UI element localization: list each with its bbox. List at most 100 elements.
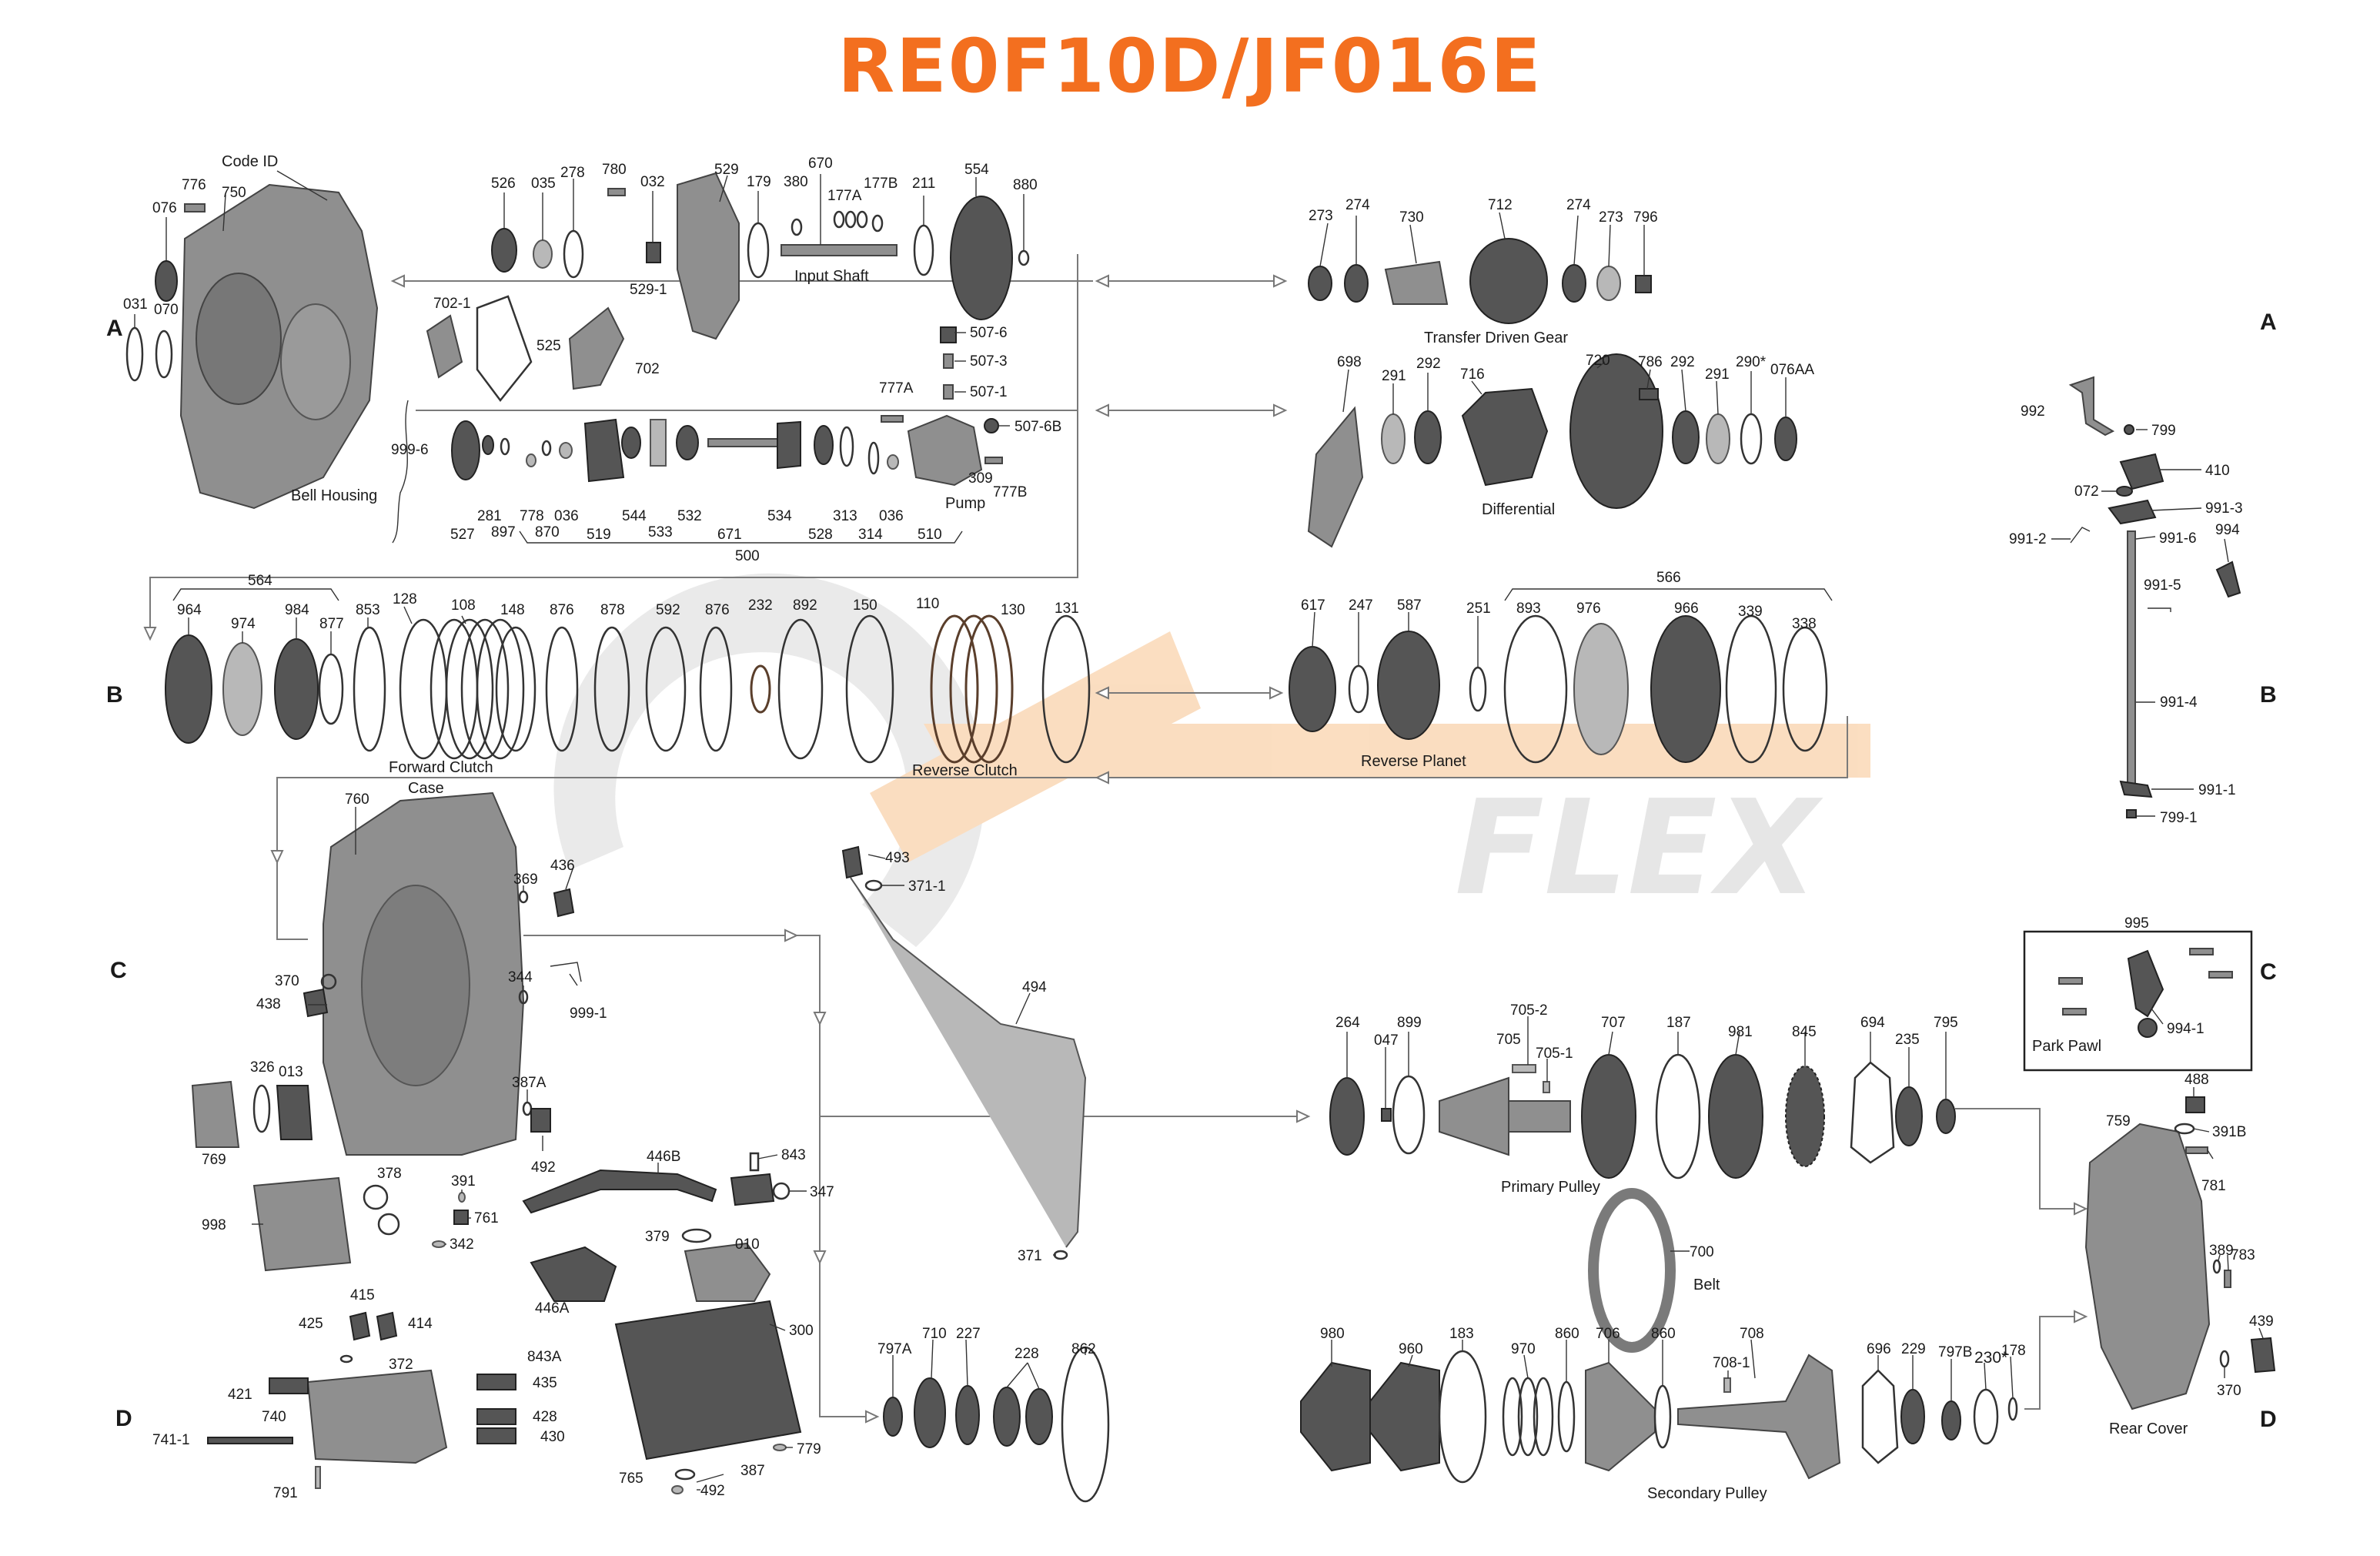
- part-428: [476, 1408, 516, 1425]
- label-part-415: 415: [350, 1287, 375, 1303]
- caption-differential: Differential: [1482, 501, 1555, 518]
- label-part-700: 700: [1690, 1244, 1714, 1260]
- part-131: [1041, 614, 1091, 764]
- part-187: [1655, 1053, 1701, 1180]
- label-part-387: 387: [740, 1463, 765, 1479]
- label-part-371: 371: [1018, 1248, 1042, 1264]
- label-part-309: 309: [968, 470, 993, 487]
- part-235: [1895, 1086, 1923, 1146]
- part-494: [850, 877, 1087, 1248]
- label-part-876b: 876: [705, 602, 730, 618]
- part-777B: [984, 457, 1003, 464]
- pump-group: [451, 326, 1003, 544]
- label-part-564: 564: [248, 573, 272, 589]
- label-part-177A: 177A: [827, 188, 862, 204]
- label-part-414: 414: [408, 1316, 433, 1332]
- label-part-148: 148: [500, 602, 525, 618]
- label-part-274b: 274: [1566, 197, 1591, 213]
- caption-primary-pulley: Primary Pulley: [1501, 1179, 1600, 1196]
- caption-transfer-driven-gear: Transfer Driven Gear: [1424, 330, 1568, 346]
- part-776: [184, 203, 206, 212]
- part-227: [955, 1385, 980, 1445]
- label-part-529: 529: [714, 162, 739, 178]
- part-183: [1438, 1350, 1487, 1484]
- primary-pulley-group: [1329, 1053, 1956, 1353]
- label-part-425: 425: [299, 1316, 323, 1332]
- label-part-435: 435: [533, 1375, 557, 1391]
- label-part-708-1: 708-1: [1713, 1355, 1750, 1371]
- part-533: [650, 419, 667, 467]
- part-371-1: [864, 879, 883, 892]
- label-part-862: 862: [1071, 1341, 1096, 1357]
- label-part-371-1: 371-1: [908, 878, 946, 895]
- label-part-108: 108: [451, 597, 476, 614]
- part-893: [1503, 614, 1568, 764]
- label-part-769: 769: [202, 1152, 226, 1168]
- label-part-387A: 387A: [512, 1075, 547, 1091]
- caption-rear-cover: Rear Cover: [2109, 1420, 2188, 1437]
- secondary-pulley: [1677, 1354, 1841, 1480]
- part-529: [677, 172, 740, 340]
- part-130: [949, 614, 998, 764]
- label-part-013: 013: [279, 1064, 303, 1080]
- row-letters: A A B B C C D D: [106, 310, 2277, 1432]
- part-177B: [871, 214, 884, 233]
- label-part-378: 378: [377, 1166, 402, 1182]
- label-part-797B: 797B: [1938, 1344, 1972, 1360]
- part-786: [1639, 388, 1659, 400]
- label-part-878a: 878: [600, 602, 625, 618]
- label-part-964: 964: [177, 602, 202, 618]
- part-410: [2119, 453, 2164, 490]
- part-507-6B: [984, 418, 999, 433]
- part-313: [839, 426, 854, 467]
- part-273a: [1308, 266, 1332, 301]
- part-425: [349, 1311, 371, 1341]
- label-part-179: 179: [747, 174, 771, 190]
- part-387A: [522, 1101, 533, 1116]
- part-991-4: [2127, 530, 2136, 786]
- label-part-507-1: 507-1: [970, 384, 1008, 400]
- label-part-999-6: 999-6: [391, 442, 429, 458]
- label-part-494: 494: [1022, 979, 1047, 996]
- part-991-1: [2119, 780, 2153, 798]
- label-part-843A: 843A: [527, 1349, 562, 1365]
- label-part-730: 730: [1399, 209, 1424, 226]
- row-letter-a-right: A: [2260, 310, 2277, 335]
- part-492b: [671, 1485, 684, 1494]
- label-part-796: 796: [1633, 209, 1658, 226]
- part-264: [1329, 1077, 1365, 1156]
- label-part-705-2: 705-2: [1510, 1002, 1548, 1019]
- part-430: [476, 1427, 516, 1444]
- part-032: [646, 242, 661, 263]
- part-229: [1900, 1389, 1925, 1444]
- differential: [1461, 387, 1549, 487]
- label-part-702: 702: [635, 361, 660, 377]
- label-part-379: 379: [645, 1229, 670, 1245]
- part-984: [274, 638, 319, 740]
- part-036a: [559, 442, 573, 459]
- part-379: [681, 1228, 712, 1243]
- part-435: [476, 1374, 516, 1390]
- label-part-776: 776: [182, 177, 206, 193]
- part-791: [315, 1466, 321, 1489]
- label-part-671: 671: [717, 527, 742, 543]
- part-761: [453, 1210, 469, 1225]
- label-part-010: 010: [735, 1236, 760, 1253]
- part-228a: [993, 1387, 1021, 1447]
- reverse-planet-group: [1289, 588, 1833, 764]
- label-part-587: 587: [1397, 597, 1422, 614]
- caption-secondary-pulley: Secondary Pulley: [1647, 1485, 1767, 1502]
- part-251: [1469, 666, 1487, 712]
- label-part-211: 211: [912, 176, 935, 192]
- label-part-344: 344: [508, 969, 533, 985]
- page-title: RE0F10D/JF016E: [837, 23, 1543, 109]
- label-part-150: 150: [853, 597, 877, 614]
- label-part-759: 759: [2106, 1113, 2131, 1129]
- watermark-logo: FLEX: [553, 573, 1870, 947]
- label-part-705: 705: [1496, 1032, 1521, 1048]
- part-860b: [1653, 1384, 1672, 1449]
- label-part-264: 264: [1335, 1015, 1360, 1031]
- label-part-290: 290*: [1736, 354, 1767, 370]
- label-part-708: 708: [1740, 1326, 1764, 1342]
- part-528: [814, 425, 834, 465]
